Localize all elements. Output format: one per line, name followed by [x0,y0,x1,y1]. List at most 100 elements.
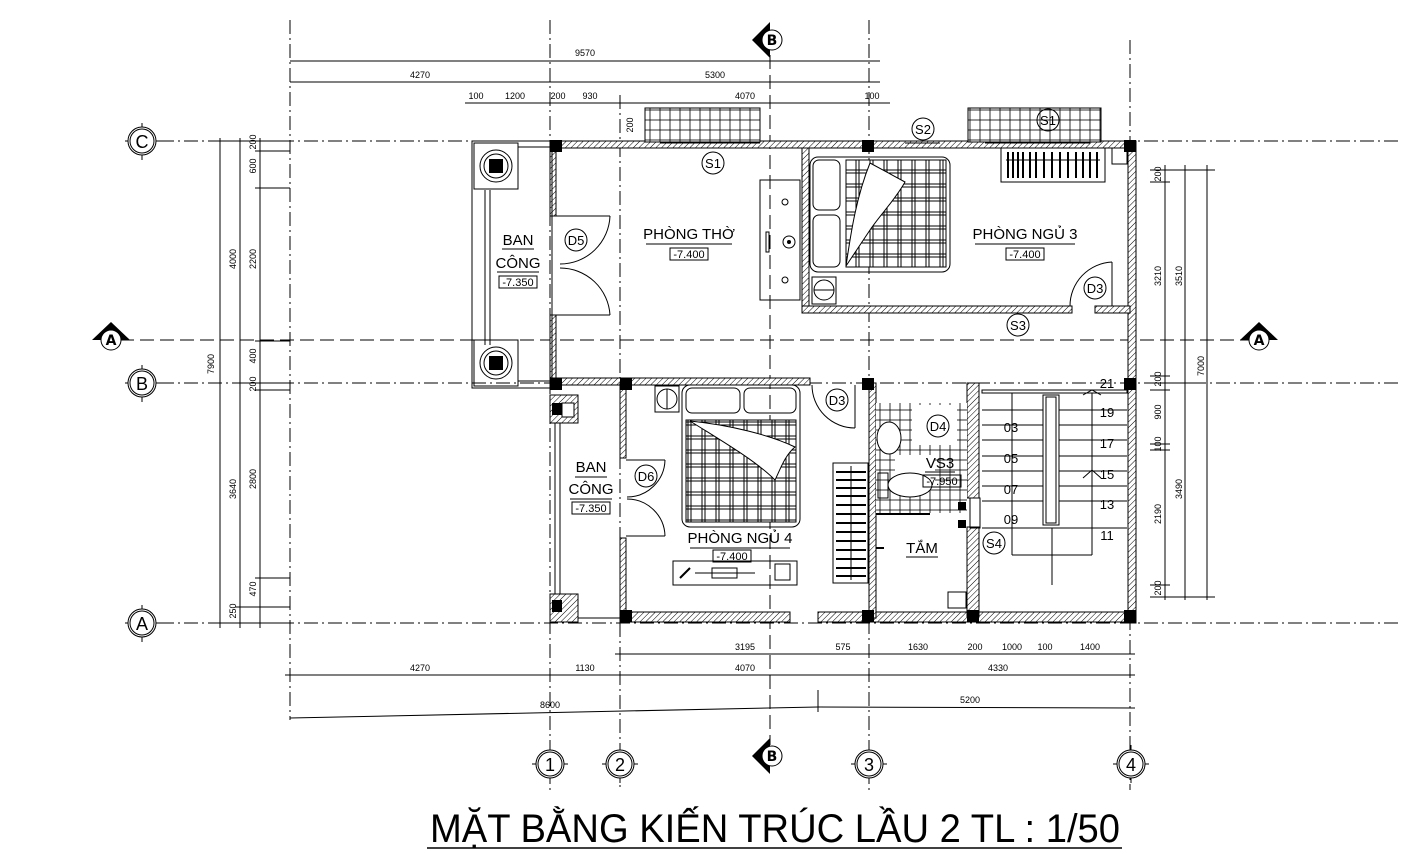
room-name-ban-cong-1: BAN [503,232,534,249]
stair-number: 07 [1004,482,1018,497]
dim: 3490 [1174,479,1184,499]
balcony-upper [471,140,553,389]
dim: 2190 [1153,504,1163,524]
dim: 100 [1037,642,1052,652]
dim: 5300 [705,70,725,80]
window-s1-bricks [644,107,1102,144]
stair-number: 21 [1100,376,1114,391]
dim: 100 [1153,436,1163,451]
dim: 2200 [248,249,258,269]
dim: 8600 [540,700,560,710]
dim: 1400 [1080,642,1100,652]
window-tag: S2 [915,122,931,137]
grid-label: C [136,132,149,152]
door-tag: D5 [568,233,585,248]
section-label: B [767,33,778,49]
room-name-phong-tho: PHÒNG THỜ [643,226,735,243]
section-label: B [767,749,778,765]
dim: 5200 [960,695,980,705]
section-mark-B-top: B [752,22,783,58]
dim: 3510 [1174,266,1184,286]
dim: 3195 [735,642,755,652]
dim: 4270 [410,70,430,80]
dim: 3640 [228,479,238,499]
drawing-title: MẶT BẰNG KIẾN TRÚC LẦU 2 TL : 1/50 [430,805,1120,851]
stair-number: 19 [1100,405,1114,420]
dim: 200 [967,642,982,652]
dim: 4070 [735,663,755,673]
dim: 200 [1153,371,1163,386]
room-level: -7.350 [502,277,533,289]
room-name-ban-cong-2: BAN [576,459,607,476]
bathroom-vs3 [876,403,967,609]
dim: 200 [625,117,635,132]
staircase: 03 05 07 09 21 19 17 15 13 11 [981,376,1128,585]
room-name-ban-cong-1: CÔNG [496,255,541,272]
room-name-tam: TẮM [906,539,938,557]
wardrobe-room-3 [1000,147,1128,183]
stair-number: 13 [1100,497,1114,512]
grid-bubble-4: 4 [1113,745,1149,783]
dim: 100 [468,91,483,101]
door-tag: D3 [1087,281,1104,296]
columns [550,140,1136,622]
grid-label: 2 [615,755,625,775]
dim: 7000 [1196,356,1206,376]
bed-room-4 [654,384,801,586]
room-name-phong-ngu-4: PHÒNG NGỦ 4 [687,529,792,547]
grid-label: A [136,614,148,634]
dim: 1630 [908,642,928,652]
grid-label: B [136,374,148,394]
opening-tags: D5 D3 D6 D3 D4 S1 S2 S1 S3 S4 [564,108,1107,555]
section-mark-A-left: A [92,322,130,351]
balcony-lower [549,394,620,623]
room-name-vs3: VS3 [926,455,954,472]
dim: 4000 [228,249,238,269]
dim: 4270 [410,663,430,673]
grid-bubble-1: 1 [532,745,568,783]
section-label: A [1254,333,1265,349]
dim: 930 [582,91,597,101]
dim: 7900 [206,354,216,374]
stair-number: 15 [1100,467,1114,482]
dim: 200 [248,376,258,391]
window-s4 [969,497,981,529]
section-label: A [106,333,117,349]
stair-number: 11 [1100,528,1114,543]
dim: 200 [248,134,258,149]
dim: 600 [248,158,258,173]
room-level: -7.400 [1009,249,1040,261]
window-tag: S3 [1010,318,1026,333]
bottom-dimensions: 3195 575 1630 200 1000 100 1400 4270 113… [285,642,1136,719]
window-tag: S4 [986,536,1002,551]
door-tag: D4 [930,419,947,434]
room-name-phong-ngu-3: PHÒNG NGỦ 3 [972,225,1077,243]
stair-number: 05 [1004,451,1018,466]
dim: 1200 [505,91,525,101]
top-dimensions: 9570 4270 5300 100 1200 200 930 4070 100… [290,48,890,133]
drawing-title-block: MẶT BẰNG KIẾN TRÚC LẦU 2 TL : 1/50 [427,805,1122,851]
grid-bubbles: 1 2 3 4 C B A [125,123,1149,783]
dim: 1000 [1002,642,1022,652]
grid-bubble-2: 2 [602,745,638,783]
grid-label: 4 [1126,755,1136,775]
dim: 1130 [575,663,594,673]
wardrobe-room-4 [832,462,869,584]
door-tag: D6 [638,469,655,484]
room-name-ban-cong-2: CÔNG [569,481,614,498]
section-mark-A-right: A [1240,322,1278,351]
grid-bubble-A: A [125,605,160,642]
grid-bubble-B: B [125,365,160,402]
dim: 200 [550,91,565,101]
dim: 100 [864,91,879,101]
dim: 400 [248,348,258,363]
left-dimensions: 7900 4000 3640 250 200 600 2200 400 200 … [206,134,290,628]
dim: 2800 [248,469,258,489]
dim-top-total: 9570 [575,48,595,58]
grid-label: 1 [545,755,555,775]
dim: 4330 [988,663,1008,673]
stair-number: 17 [1100,436,1114,451]
dim: 575 [835,642,850,652]
stair-number: 09 [1004,512,1018,527]
room-level: -7.950 [926,476,957,488]
